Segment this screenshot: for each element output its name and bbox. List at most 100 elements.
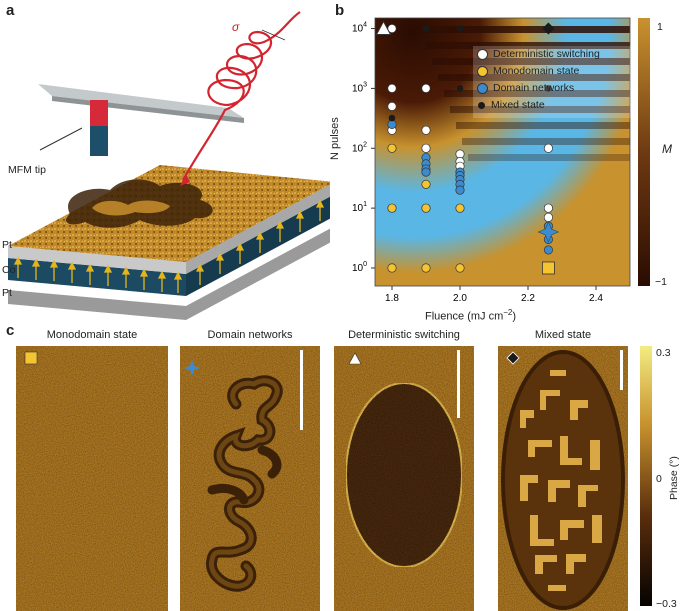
data-point-deterministic-switching — [543, 212, 553, 222]
tip-south — [90, 126, 108, 156]
data-point-deterministic-switching — [421, 83, 431, 93]
x-tick-label: 2.2 — [521, 293, 535, 304]
diamond-marker — [542, 22, 555, 35]
colorbar-tick-top: 1 — [657, 21, 663, 33]
image-domain-networks — [180, 346, 320, 611]
image-mixed — [498, 346, 628, 611]
data-point-deterministic-switching — [543, 143, 553, 153]
stripe-band — [438, 74, 630, 81]
data-point-mixed-state — [388, 114, 396, 122]
panel-a-illustration — [8, 11, 330, 320]
data-point-deterministic-switching — [387, 83, 397, 93]
phase-colorbar-label: Phase (°) — [668, 456, 680, 500]
data-point-monodomain-state — [421, 263, 431, 273]
scale-bar-3 — [457, 350, 460, 418]
panel-b-chart: 1.8 2.0 2.2 2.4 100 101 102 103 104 — [352, 17, 650, 304]
diamond-marker-icon — [506, 351, 520, 365]
data-point-deterministic-switching — [421, 143, 431, 153]
mixed-labyrinth — [520, 370, 602, 591]
mfm-tip-label: MFM tip — [8, 164, 46, 176]
panel-b-label: b — [335, 2, 345, 19]
title-domain-networks: Domain networks — [207, 329, 293, 341]
title-mixed: Mixed state — [534, 329, 592, 341]
phase-tick-top: 0.3 — [656, 347, 671, 359]
title-monodomain: Monodomain state — [46, 329, 138, 341]
stripe-band — [456, 122, 630, 129]
stripe-band — [432, 58, 630, 65]
data-point-monodomain-state — [387, 203, 397, 213]
pt-bottom-layer — [8, 228, 330, 320]
data-point-monodomain-state — [455, 263, 465, 273]
x-axis-label: Fluence (mJ cm−2) — [425, 308, 517, 323]
square-marker-icon — [24, 351, 38, 365]
x-tick-label: 2.0 — [453, 293, 467, 304]
data-point-monodomain-state — [421, 179, 431, 189]
image-deterministic — [334, 346, 474, 611]
data-point-domain-networks — [387, 119, 397, 129]
y-tick-label: 100 — [352, 261, 367, 274]
stripe-band — [450, 106, 630, 113]
tip-north — [90, 100, 108, 126]
magnetization-arrows — [13, 199, 325, 293]
legend-item-mixed: Mixed state — [473, 97, 633, 114]
x-tick-label: 2.4 — [589, 293, 603, 304]
scale-bar-2 — [300, 350, 303, 430]
data-point-mixed-state — [422, 25, 430, 32]
layer-label-pt-bottom: Pt — [2, 287, 12, 299]
star-marker — [537, 221, 560, 243]
data-point-domain-networks — [543, 245, 553, 255]
panel-c-label: c — [6, 322, 15, 339]
y-tick-label: 104 — [352, 22, 367, 35]
legend-item-monodomain: Monodomain state — [473, 63, 633, 80]
star-marker-icon — [184, 360, 200, 376]
layer-label-co: Co — [2, 264, 16, 276]
y-tick-label: 102 — [352, 141, 367, 154]
legend-item-deterministic: Deterministic switching — [473, 46, 633, 63]
square-marker — [541, 261, 555, 275]
triangle-marker — [375, 20, 392, 36]
phase-colorbar — [640, 346, 652, 606]
stripe-band — [426, 42, 630, 49]
data-point-domain-networks — [421, 167, 431, 177]
layer-label-pt-top: Pt — [2, 239, 12, 251]
data-point-deterministic-switching — [421, 125, 431, 135]
stripe-band — [468, 154, 630, 161]
phase-tick-mid: 0 — [656, 473, 662, 485]
sigma-label: σ — [232, 20, 240, 34]
stripe-band — [462, 138, 630, 145]
stripe-pattern — [420, 26, 630, 161]
data-point-mixed-state — [545, 85, 552, 92]
legend-item-domain-networks: Domain networks — [473, 80, 633, 97]
switched-domain — [345, 382, 463, 568]
colorbar-m — [638, 18, 650, 286]
data-point-mixed-state — [456, 85, 464, 92]
colorbar-tick-bottom: −1 — [655, 276, 667, 288]
image-monodomain — [16, 346, 168, 611]
y-tick-label: 101 — [352, 201, 367, 214]
data-point-domain-networks — [455, 185, 465, 195]
panel-a-label: a — [6, 2, 15, 19]
co-layer-side — [186, 196, 330, 296]
data-point-monodomain-state — [455, 203, 465, 213]
cantilever — [38, 84, 244, 118]
data-point-deterministic-switching — [543, 203, 553, 213]
data-point-mixed-state — [456, 25, 464, 32]
y-tick-label: 103 — [352, 81, 367, 94]
panel-c-images — [16, 346, 652, 611]
colorbar-m-label: M — [662, 142, 672, 156]
scale-bar-4 — [620, 350, 623, 390]
laser-pulse-helix — [182, 11, 301, 181]
triangle-marker-icon — [348, 352, 362, 365]
data-point-monodomain-state — [387, 143, 397, 153]
x-tick-label: 1.8 — [385, 293, 399, 304]
stripe-band — [420, 26, 630, 33]
pt-top-layer — [8, 246, 186, 274]
data-point-monodomain-state — [421, 203, 431, 213]
data-point-monodomain-state — [387, 263, 397, 273]
y-axis-label: N pulses — [329, 117, 341, 160]
stripe-band — [444, 90, 630, 97]
data-point-deterministic-switching — [387, 101, 397, 111]
legend: Deterministic switching Monodomain state… — [473, 46, 633, 118]
phase-tick-bottom: −0.3 — [656, 598, 677, 610]
title-deterministic: Deterministic switching — [348, 329, 460, 341]
